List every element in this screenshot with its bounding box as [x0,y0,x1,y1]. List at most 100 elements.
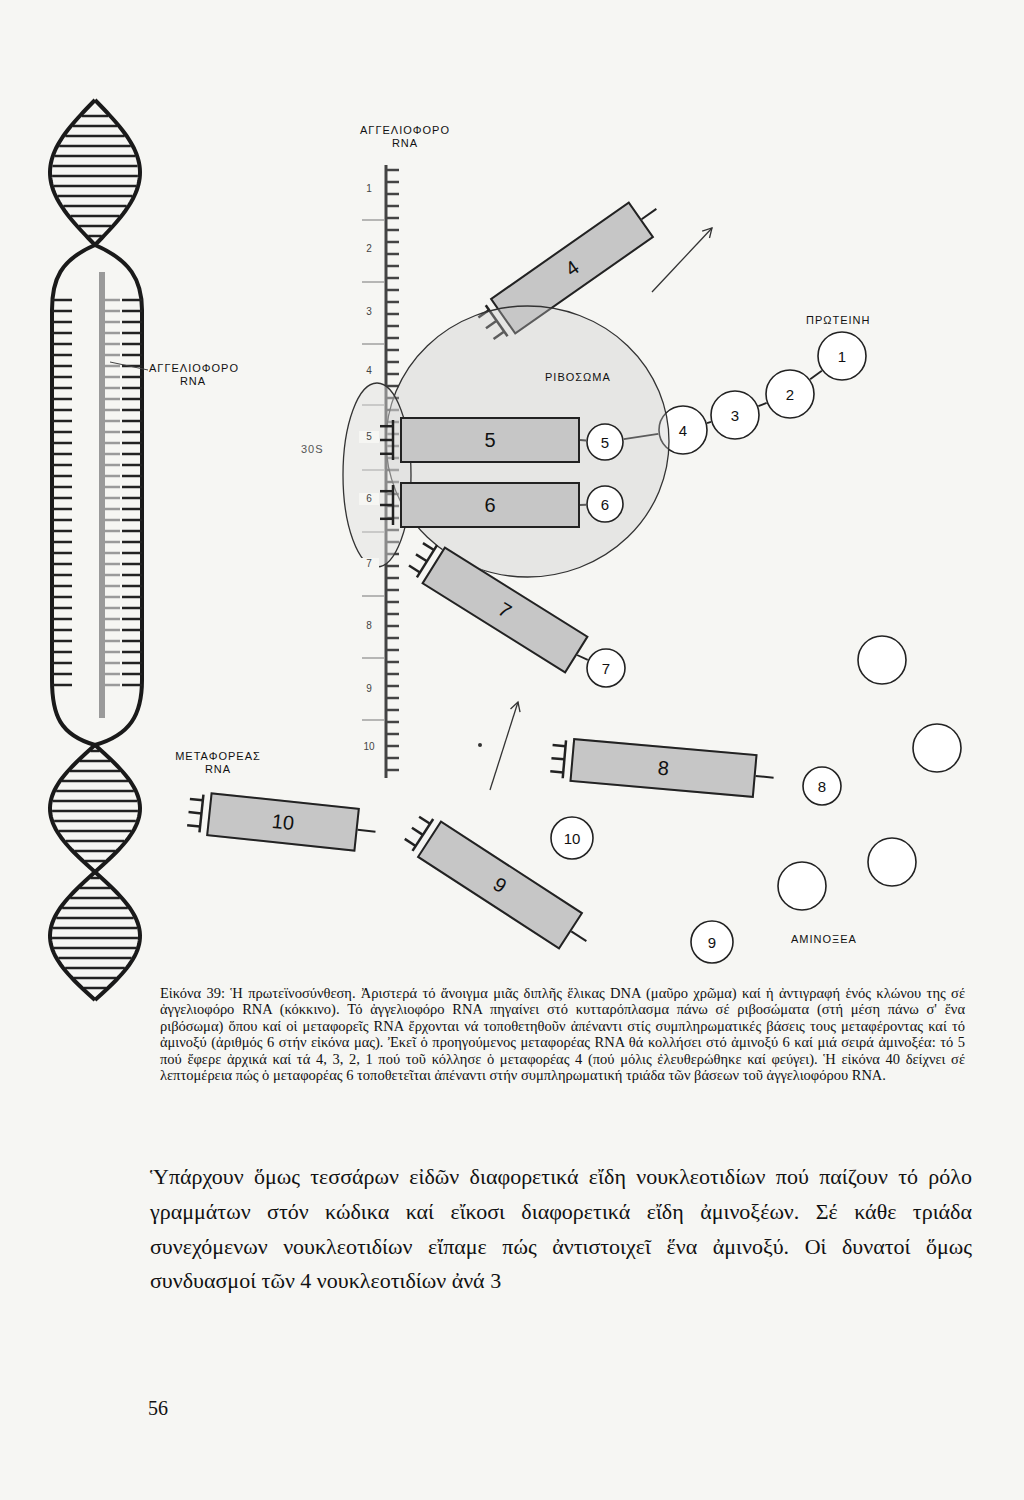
dna-strand [50,872,95,1000]
leader-line [110,362,148,370]
callout-number: 10 [359,741,379,753]
mrna-base [386,421,399,424]
base [122,530,142,533]
mrna-base [386,325,399,328]
base [105,508,120,511]
base [122,673,142,676]
callout-number: 9 [708,934,716,951]
base [105,684,120,687]
figure-caption: Εἰκόνα 39: Ἡ πρωτεϊνοσύνθεση. Ἀριστερά τ… [160,985,965,1083]
base [105,574,120,577]
base [105,398,120,401]
dna-strand [95,745,140,872]
base-pair [53,800,137,803]
anticodon-teeth [490,201,654,335]
base [105,409,120,412]
base [122,321,142,324]
callout-number: 6 [484,494,495,517]
base [105,673,120,676]
bond-line [810,371,822,380]
mrna-base [386,733,399,736]
base-pair [63,205,126,208]
transfer-rna: 4 [490,201,654,335]
base [52,486,72,489]
base-pair [58,957,131,960]
base-pair [54,947,136,950]
base [52,607,72,610]
base [122,332,142,335]
base-pair [65,135,124,138]
amino-acid-circle: 5 [586,423,624,461]
callout-number: 3 [731,407,739,424]
circle-outline [765,369,815,419]
base [105,442,120,445]
base [122,343,142,346]
mrna-base [386,337,399,340]
base [122,376,142,379]
base [122,552,142,555]
base-pair [70,770,120,773]
amino-acid-circle: 8 [802,766,842,806]
base [52,563,72,566]
dna-strand [50,100,95,245]
base [105,431,120,434]
page-number: 56 [148,1396,168,1420]
base [52,475,72,478]
base-pair [58,195,133,198]
mrna-base [386,493,399,496]
base-pair [75,850,116,853]
base [52,640,72,643]
part-label: ΑΜΙΝΟΞΕΑ [790,933,858,946]
base [105,585,120,588]
codon-divider [362,220,384,221]
anticodon-teeth [400,417,580,463]
base [105,519,120,522]
mrna-base [386,373,399,376]
codon-divider [362,282,384,283]
base-pair [80,887,110,890]
base-pair [52,810,138,813]
mrna-base [386,541,399,544]
mrna-base [386,577,399,580]
mrna-base [386,529,399,532]
bond-line [707,422,711,423]
base [52,354,72,357]
base [122,442,142,445]
base-pair [59,830,131,833]
base [52,651,72,654]
base [52,673,72,676]
callout-number: 6 [359,493,379,505]
base-pair [54,820,136,823]
amino-acid-circle [858,636,906,684]
codon-divider [362,532,384,533]
bond-line [580,439,586,441]
mrna-base [386,193,399,196]
bond-line [758,403,766,406]
mrna-base [386,757,399,760]
base-pair [56,917,133,920]
callout-number: 7 [494,597,516,622]
base [122,497,142,500]
base [122,486,142,489]
base [122,508,142,511]
mrna-base [386,685,399,688]
base [52,398,72,401]
mrna-base [386,301,399,304]
base [52,332,72,335]
base [122,618,142,621]
base-pair [85,860,105,863]
base [105,530,120,533]
base [122,662,142,665]
mrna-base [386,229,399,232]
base [52,519,72,522]
mrna-base [386,709,399,712]
base [105,662,120,665]
mrna-base [386,637,399,640]
base [105,541,120,544]
callout-number: 10 [564,830,581,847]
mrna-base [386,349,399,352]
base-pair [74,977,116,980]
base [52,299,72,302]
callout-number: 5 [601,434,609,451]
base-pair [66,840,124,843]
